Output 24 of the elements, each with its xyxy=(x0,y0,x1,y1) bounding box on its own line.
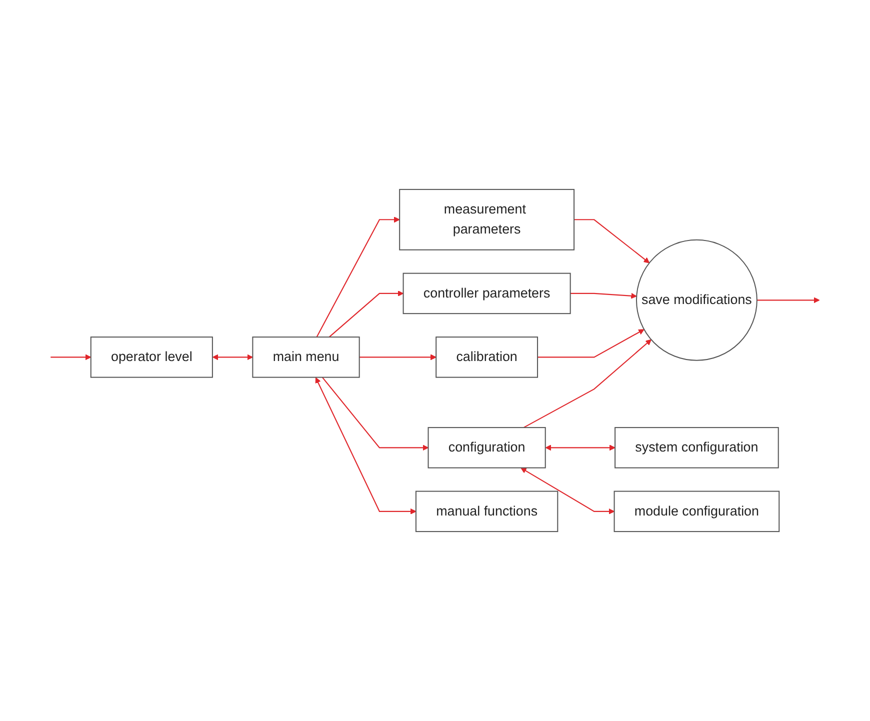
arrow xyxy=(538,329,644,358)
node-box: configuration xyxy=(428,427,546,468)
node-box: main menu xyxy=(252,336,360,378)
node-box: system configuration xyxy=(614,427,779,468)
node-box: module configuration xyxy=(614,490,780,532)
arrow xyxy=(545,444,616,451)
arrow xyxy=(359,354,436,360)
arrow xyxy=(322,376,429,451)
arrow xyxy=(50,354,92,360)
arrow xyxy=(316,216,400,338)
node-box: calibration xyxy=(436,336,538,378)
node-box: measurement parameters xyxy=(399,188,575,250)
arrow xyxy=(520,468,615,514)
arrow xyxy=(523,339,652,428)
arrow xyxy=(328,290,404,338)
node-circle: save modifications xyxy=(636,239,758,361)
node-box: manual functions xyxy=(415,490,558,532)
arrow xyxy=(212,354,253,360)
node-box: operator level xyxy=(90,336,213,378)
arrow xyxy=(756,297,820,304)
node-box: controller parameters xyxy=(402,272,571,314)
arrow xyxy=(574,219,650,264)
arrow xyxy=(315,377,416,514)
arrow xyxy=(570,292,637,299)
